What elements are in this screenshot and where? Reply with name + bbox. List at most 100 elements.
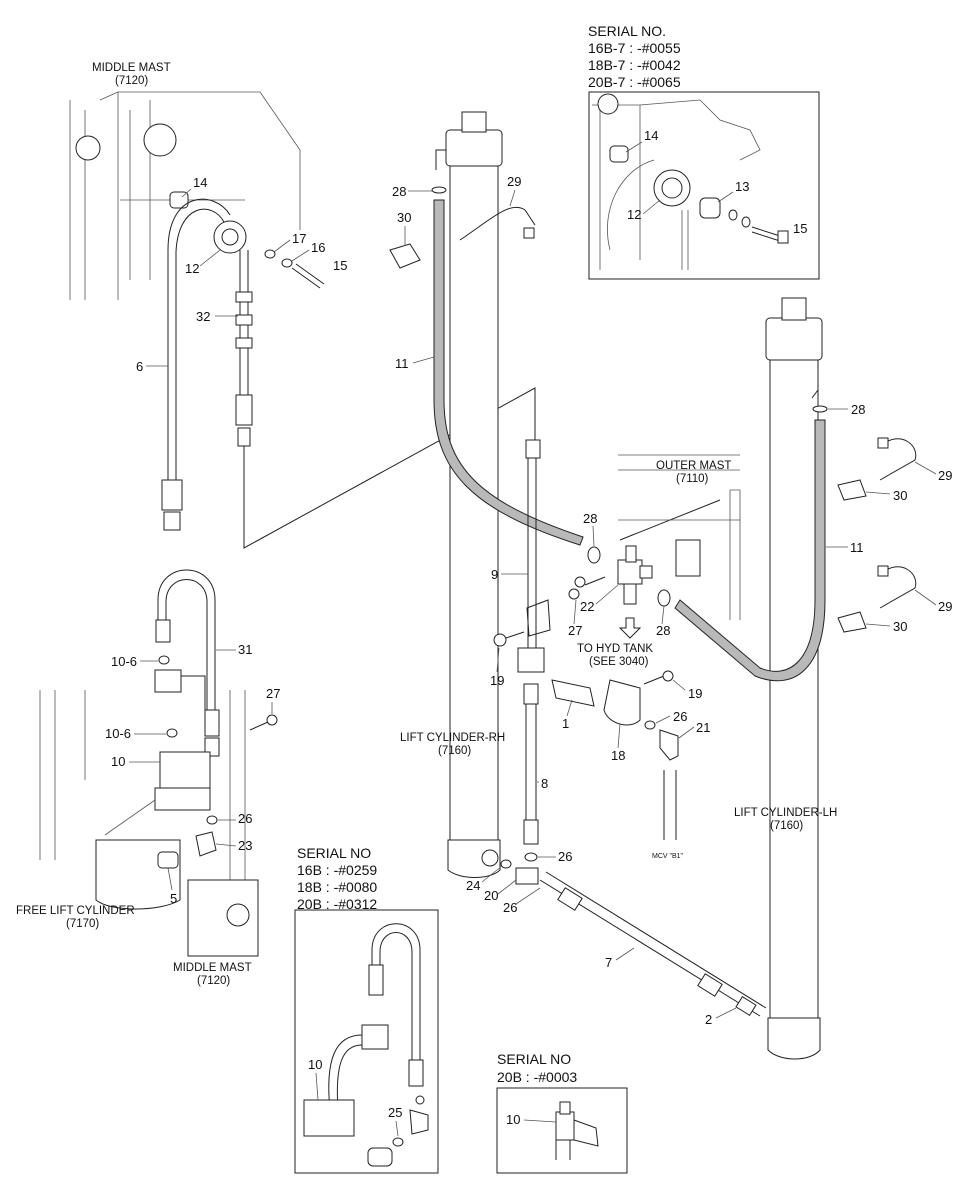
inset-2-block-10 (303, 1099, 355, 1137)
label-17: 17 (292, 231, 306, 246)
leader-13 (717, 191, 734, 203)
serial-title-2: SERIAL NO (297, 845, 371, 861)
label-10-6-upper: 10-6 (111, 654, 137, 669)
inset-3-top (559, 1101, 571, 1115)
lift-cyl-rh-label: LIFT CYLINDER-RH (400, 732, 505, 744)
part-26-ring-right (644, 720, 656, 730)
connection-leader-line (243, 387, 536, 549)
inset-2-ring (415, 1095, 425, 1105)
hose-32-fitting (235, 394, 253, 426)
label-16: 16 (311, 240, 325, 255)
part-10-6-ring-upper (158, 655, 170, 665)
label-14-inset: 14 (644, 128, 658, 143)
hose-8-fitting-top (523, 683, 539, 705)
hose-to-mcv (663, 770, 677, 840)
leader-2 (715, 1007, 737, 1019)
leader-7 (615, 947, 635, 961)
lift-cylinder-lh-base (767, 1017, 821, 1060)
label-32: 32 (196, 309, 210, 324)
leader-19-right (672, 679, 686, 691)
serial-line-2-1: 16B : -#0259 (297, 862, 377, 878)
part-28-ring-lh (812, 405, 828, 413)
part-19-washer (493, 633, 507, 647)
part-16-washer (281, 258, 293, 268)
clamp-30-lh-lower (837, 611, 867, 633)
middle-mast-top-frame (69, 91, 301, 300)
hose-11-lh (674, 419, 826, 682)
leader-12-inset (642, 199, 661, 215)
part-26-ring-center (524, 852, 538, 862)
elbow-23 (195, 831, 217, 857)
label-30-lh-upper: 30 (893, 488, 907, 503)
strap-head-lh-upper (877, 437, 889, 449)
inset-2-fitting-bottom (367, 1147, 393, 1167)
lift-cyl-lh-number: (7160) (770, 820, 803, 832)
label-10-inset-2: 10 (308, 1057, 322, 1072)
serial-line-1-2: 18B-7 : -#0042 (588, 57, 681, 73)
leader-20 (497, 879, 517, 895)
leader-28-right (661, 605, 665, 625)
leader-14-inset (625, 141, 643, 153)
serial-line-1-1: 16B-7 : -#0055 (588, 40, 681, 56)
lift-cylinder-lh-head (765, 317, 823, 361)
hose-6-fitting (161, 479, 183, 511)
leader-12-top (199, 249, 221, 267)
label-31: 31 (238, 642, 252, 657)
serial-box-inset-2: SERIAL NO 16B : -#0259 18B : -#0080 20B … (294, 845, 439, 1174)
clamp-30-lh-upper (837, 479, 867, 501)
lift-cylinder-lh: LIFT CYLINDER-LH (7160) 28 29 30 11 29 3… (674, 297, 952, 1060)
hose-6-nut (163, 511, 181, 531)
label-2: 2 (705, 1012, 712, 1027)
middle-mast-bottom-number: (7120) (197, 975, 230, 987)
tee-22-top (625, 545, 637, 563)
label-19-right: 19 (688, 686, 702, 701)
leader-10-inset-2 (315, 1072, 319, 1101)
hose-11-rh (433, 199, 584, 546)
label-12-top: 12 (185, 261, 199, 276)
serial-title-1: SERIAL NO. (588, 23, 666, 39)
label-11-rh: 11 (395, 356, 409, 371)
lift-cylinder-rh-base (447, 839, 501, 878)
part-10-6-ring-lower (166, 728, 178, 738)
outer-mast-area: OUTER MAST (7110) TO HYD TANK (SEE 3040)… (568, 454, 741, 668)
label-25: 25 (388, 1105, 402, 1120)
inset-2-fitting-top (368, 964, 384, 996)
to-hyd-tank-label: TO HYD TANK (577, 643, 653, 655)
label-1: 1 (562, 716, 569, 731)
label-22: 22 (580, 599, 594, 614)
label-12-inset: 12 (627, 207, 641, 222)
part-28-ring-top (431, 186, 447, 194)
part-27-washer-b (568, 588, 580, 600)
label-15-inset: 15 (793, 221, 807, 236)
leader-26-bottom (515, 887, 541, 905)
hose-6-right (175, 208, 225, 500)
serial-line-3-1: 20B : -#0003 (497, 1069, 577, 1085)
inset-sheave-inner (661, 177, 683, 199)
part-26-ring-left (206, 815, 218, 825)
hose-32-ring-1 (235, 291, 253, 303)
serial-line-1-3: 20B-7 : -#0065 (588, 74, 681, 90)
leader-30-lh-upper (865, 491, 891, 495)
inset-mast-boss (597, 93, 619, 115)
part-17-washer (264, 249, 276, 259)
label-28-top: 28 (392, 184, 406, 199)
inset-2-elbow (409, 1109, 429, 1135)
label-7: 7 (605, 955, 612, 970)
hose-11-lh-top (811, 360, 819, 399)
leader-21 (678, 726, 695, 739)
part-28-ring-right (657, 589, 671, 607)
hose-31-inner (165, 579, 208, 730)
inset-frame-3 (496, 1087, 628, 1174)
inset-washer-a (728, 209, 738, 221)
serial-box-inset-1: SERIAL NO. 16B-7 : -#0055 18B-7 : -#0042… (588, 23, 820, 280)
inset-frame-1 (588, 91, 820, 280)
lift-cyl-lh-label: LIFT CYLINDER-LH (734, 807, 837, 819)
label-26-left: 26 (238, 811, 252, 826)
leader-23 (215, 843, 237, 847)
free-lift-assembly: 10-6 31 27 10-6 10 26 23 5 FREE LIFT CYL… (16, 569, 280, 987)
free-lift-cylinder-number: (7170) (66, 918, 99, 930)
hose-7-fitting-top (557, 887, 583, 911)
mast-boss-top (75, 135, 101, 161)
inset-chain-arc (607, 159, 655, 251)
